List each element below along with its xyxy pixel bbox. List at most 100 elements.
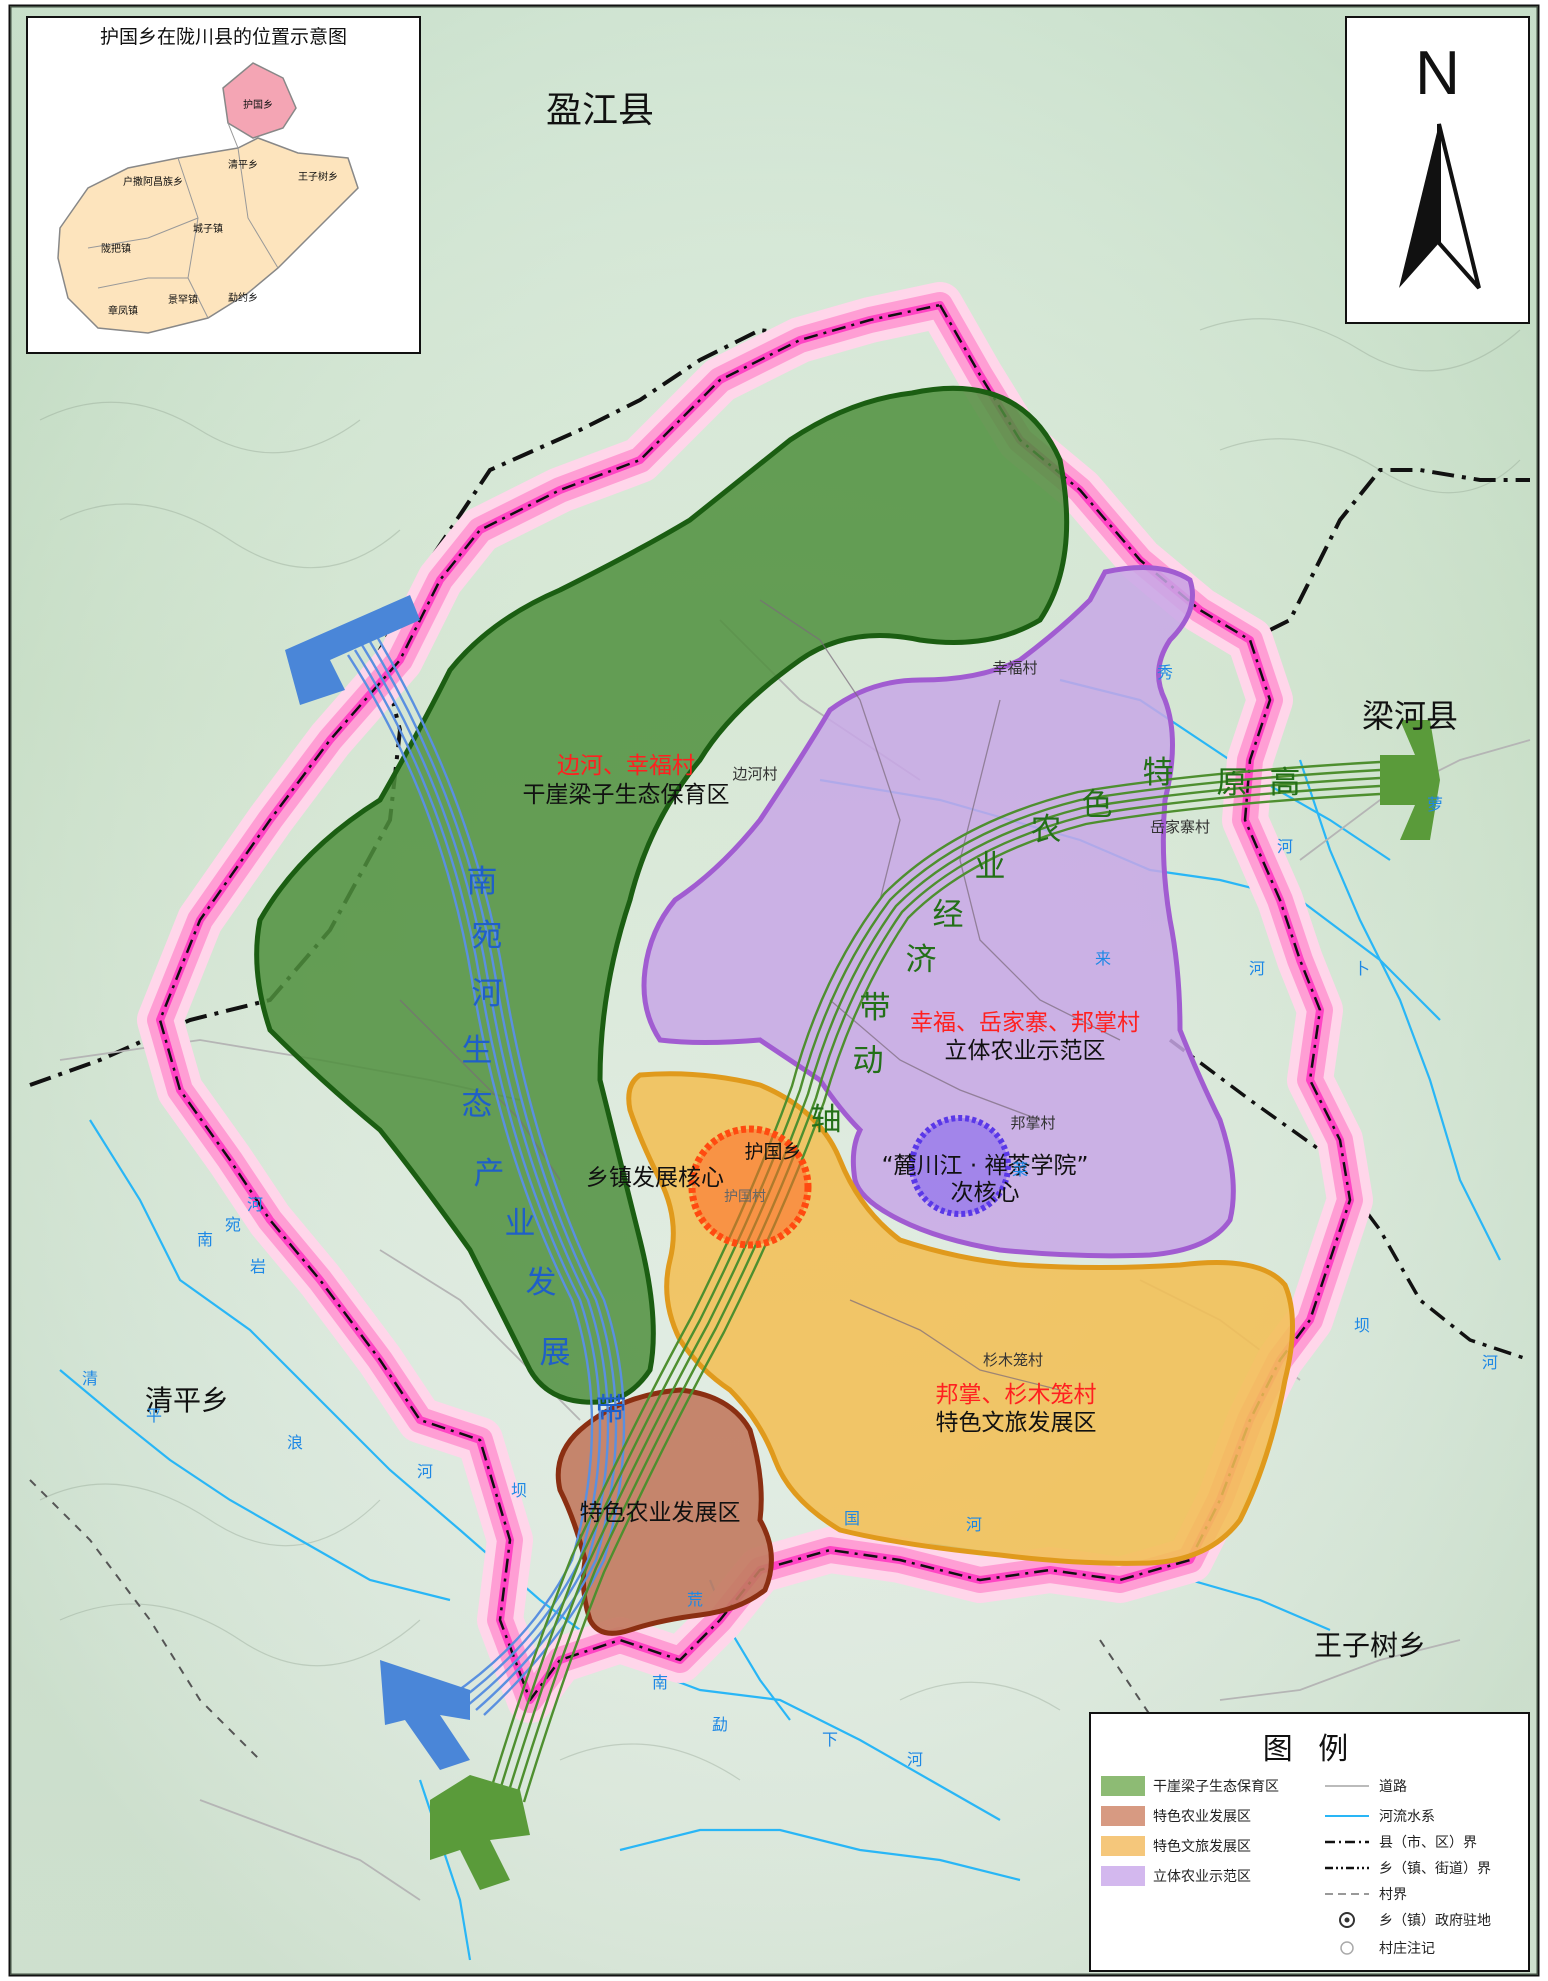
river-label-char: 河 xyxy=(907,1750,923,1769)
axis-plateau-char: 经 xyxy=(933,897,964,933)
zone-ecological-villages: 边河、幸福村 xyxy=(557,753,695,779)
village-xingfu: 幸福村 xyxy=(992,659,1037,677)
terrain-relief xyxy=(39,318,1521,1781)
river-label-char: 勐 xyxy=(712,1715,728,1734)
axis-nanwan-char: 业 xyxy=(505,1206,536,1242)
legend-swatch-culture xyxy=(1101,1836,1145,1856)
neighbor-east: 梁河县 xyxy=(1362,697,1458,735)
inset-label-chengzi: 城子镇 xyxy=(193,222,223,235)
river-label-char: 河 xyxy=(1482,1353,1498,1372)
legend-item-river: 河流水系 xyxy=(1323,1806,1435,1826)
inset-label-wangzishu: 王子树乡 xyxy=(298,170,338,183)
zone-ecological xyxy=(254,385,1070,1405)
river-label-char: 河 xyxy=(417,1462,433,1481)
village-shamulong: 杉木笼村 xyxy=(983,1351,1043,1369)
zone-agri-demo xyxy=(641,565,1236,1259)
town-boundary xyxy=(1168,1038,1531,1362)
river-label-char: 河 xyxy=(247,1195,263,1214)
village-bianhe: 边河村 xyxy=(732,765,777,783)
village-point-icon xyxy=(1340,1941,1354,1955)
legend-title: 图 例 xyxy=(1262,1732,1357,1767)
legend-label: 村界 xyxy=(1379,1887,1407,1903)
axis-nanwan-char: 发 xyxy=(526,1265,557,1301)
core-sub-label-1: “麓川江 · 禅茶学院” xyxy=(882,1153,1089,1179)
axis-plateau-char: 带 xyxy=(860,990,891,1026)
inset-label-husa: 户撒阿昌族乡 xyxy=(123,175,183,188)
axis-plateau-arrow-south xyxy=(430,1775,530,1890)
inset-label-zhangfeng: 章凤镇 xyxy=(108,304,138,317)
river-label-char: 坝 xyxy=(1354,1316,1370,1335)
inset-title: 护国乡在陇川县的位置示意图 xyxy=(99,26,347,48)
river-label-char: 宛 xyxy=(225,1215,241,1234)
river-label-char: 南 xyxy=(197,1230,213,1249)
legend-item-town-seat: 乡（镇）政府驻地 xyxy=(1323,1910,1491,1930)
legend-label: 乡（镇）政府驻地 xyxy=(1379,1913,1491,1929)
legend-label: 立体农业示范区 xyxy=(1153,1869,1251,1885)
axis-plateau-char: 高 xyxy=(1270,765,1301,801)
legend-label: 村庄注记 xyxy=(1379,1941,1435,1957)
axis-nanwan-arrow-south xyxy=(380,1660,470,1770)
legend-item-county-boundary: 县（市、区）界 xyxy=(1323,1832,1477,1852)
river-label-char: 卜 xyxy=(1354,959,1370,978)
inset-county-shape xyxy=(57,137,359,334)
axis-plateau-char: 轴 xyxy=(811,1102,842,1138)
town-huguo: 护国乡 xyxy=(744,1141,801,1163)
legend: 图 例 干崖梁子生态保育区 特色农业发展区 特色文旅发展区 立体农业示范区 道路… xyxy=(1089,1712,1530,1972)
legend-item-special-agri: 特色农业发展区 xyxy=(1101,1806,1251,1826)
axis-nanwan-char: 南 xyxy=(467,864,498,900)
zone-agri-demo-villages: 幸福、岳家寨、邦掌村 xyxy=(910,1010,1140,1036)
road-line-icon xyxy=(1325,1785,1369,1787)
axis-plateau-char: 济 xyxy=(906,942,937,978)
legend-item-road: 道路 xyxy=(1323,1776,1407,1796)
river-label-char: 来 xyxy=(1095,949,1111,968)
axis-nanwan-char: 带 xyxy=(596,1392,627,1428)
legend-label: 县（市、区）界 xyxy=(1379,1835,1477,1851)
village-huguo: 护国村 xyxy=(724,1189,766,1205)
river-label-char: 下 xyxy=(822,1730,838,1749)
inset-label-longba: 陇把镇 xyxy=(101,242,131,255)
axis-plateau xyxy=(490,760,1381,1803)
neighbor-southeast: 王子树乡 xyxy=(1314,1629,1426,1662)
neighbor-west: 清平乡 xyxy=(145,1384,229,1417)
river-label-char: 国 xyxy=(844,1509,860,1528)
inset-label-qingping: 清平乡 xyxy=(228,158,258,171)
legend-item-culture: 特色文旅发展区 xyxy=(1101,1836,1251,1856)
axis-plateau-arrow-east xyxy=(1380,720,1440,840)
axis-nanwan-arrow-north xyxy=(285,595,420,705)
zone-ecological-name: 干崖梁子生态保育区 xyxy=(523,782,730,808)
river-line-icon xyxy=(1325,1815,1369,1817)
axis-plateau-char: 动 xyxy=(853,1043,884,1079)
inset-label-mengyue: 勐约乡 xyxy=(228,291,258,304)
river-label-char: 坝 xyxy=(511,1481,527,1500)
axis-nanwan-char: 展 xyxy=(540,1335,571,1371)
county-boundary-icon xyxy=(1325,1840,1369,1844)
axis-plateau-char: 原 xyxy=(1217,765,1248,801)
town-seat-icon xyxy=(1339,1912,1355,1928)
core-sub-label-2: 次核心 xyxy=(951,1180,1020,1206)
river-label-char: 河 xyxy=(1249,959,1265,978)
core-sub xyxy=(909,1115,1011,1217)
zone-culture-name: 特色文旅发展区 xyxy=(936,1410,1097,1436)
town-boundary-icon xyxy=(1325,1866,1369,1870)
legend-item-village-boundary: 村界 xyxy=(1323,1884,1407,1904)
axis-nanwan-char: 态 xyxy=(462,1087,493,1123)
river-label-char: 秀 xyxy=(1157,663,1173,682)
inset-label-huguo: 护国乡 xyxy=(243,98,273,111)
neighbor-north: 盈江县 xyxy=(546,90,654,131)
legend-swatch-agri-demo xyxy=(1101,1866,1145,1886)
village-bangzhang: 邦掌村 xyxy=(1010,1114,1055,1132)
core-main-label: 乡镇发展核心 xyxy=(586,1165,724,1191)
river-label-char: 菜 xyxy=(1012,1160,1028,1179)
river-label-char: 萝 xyxy=(1427,795,1443,814)
north-label: N xyxy=(1415,39,1460,108)
legend-label: 特色文旅发展区 xyxy=(1153,1839,1251,1855)
legend-label: 乡（镇、街道）界 xyxy=(1379,1861,1491,1877)
river-label-char: 河 xyxy=(966,1515,982,1534)
axis-nanwan-char: 产 xyxy=(474,1156,505,1192)
legend-label: 河流水系 xyxy=(1379,1809,1435,1825)
village-boundary-icon xyxy=(1325,1893,1369,1895)
inset-label-jinghan: 景罕镇 xyxy=(168,293,198,306)
axis-plateau-char: 色 xyxy=(1082,787,1113,823)
river-label-char: 荒 xyxy=(687,1590,703,1609)
axis-nanwan-char: 河 xyxy=(472,976,503,1012)
